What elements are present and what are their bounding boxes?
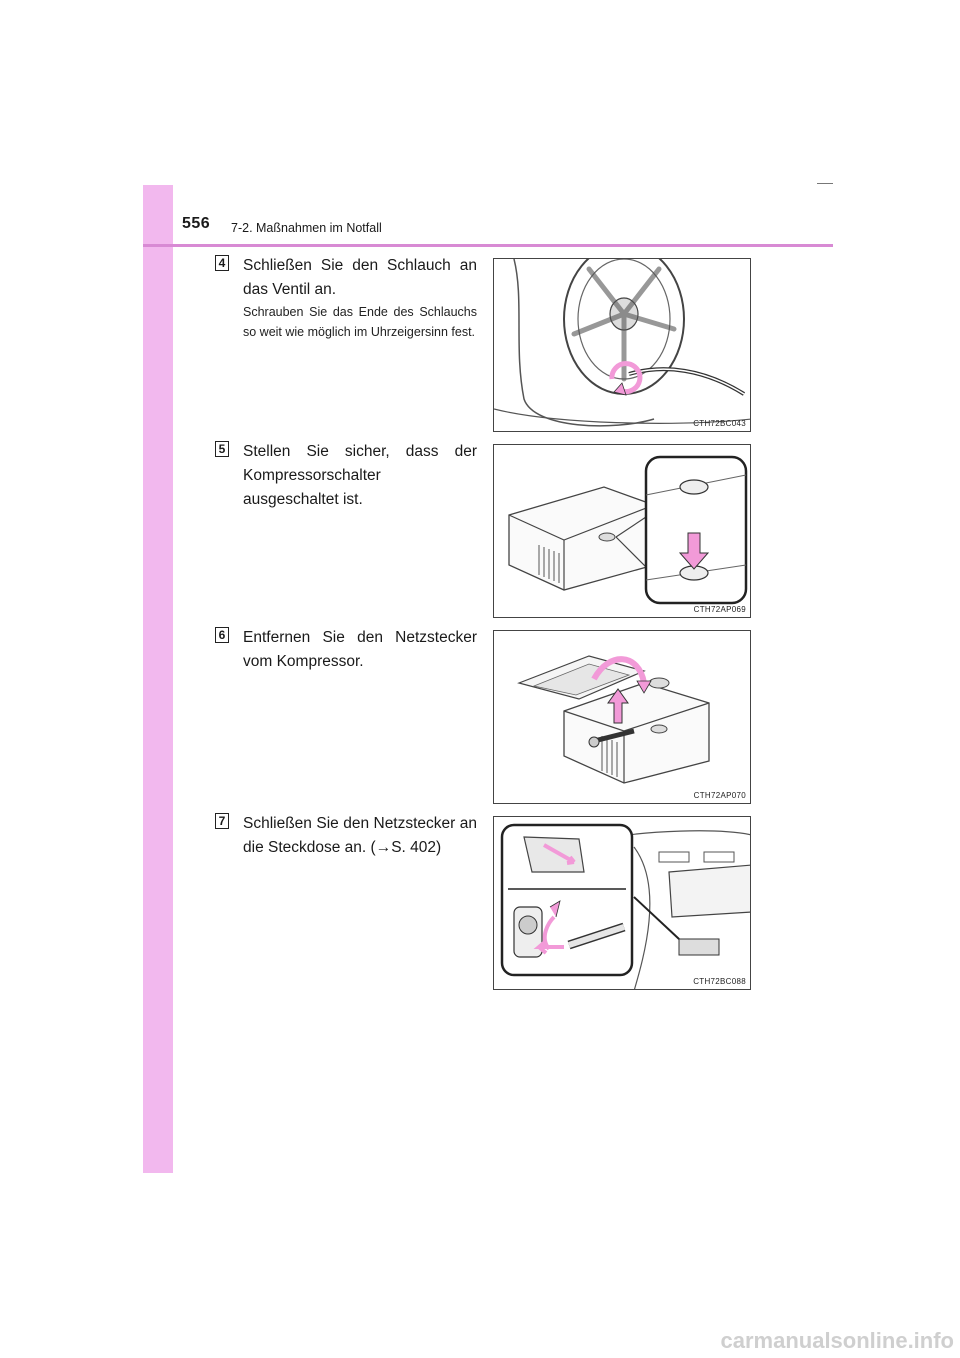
step-4-note: Schrauben Sie das Ende des Schlauchs so … bbox=[243, 305, 477, 339]
figure-code: CTH72BC088 bbox=[693, 977, 746, 986]
figure-code: CTH72AP069 bbox=[693, 605, 746, 614]
step-5-title: Stellen Sie sicher, dass der Kompressors… bbox=[243, 443, 477, 508]
figure-code: CTH72AP070 bbox=[693, 791, 746, 800]
crop-mark bbox=[817, 183, 833, 184]
step-number-4: 4 bbox=[215, 255, 229, 271]
figure-step-6: CTH72AP070 bbox=[493, 630, 751, 804]
figure-step-4: CTH72BC043 bbox=[493, 258, 751, 432]
step-6-title: Entfernen Sie den Netzstecker vom Kompre… bbox=[243, 629, 477, 670]
figure-step-7: CTH72BC088 bbox=[493, 816, 751, 990]
step-number-7: 7 bbox=[215, 813, 229, 829]
figure-code: CTH72BC043 bbox=[693, 419, 746, 428]
power-outlet-illustration-icon bbox=[500, 823, 750, 989]
page-number: 556 bbox=[182, 215, 211, 232]
top-color-band bbox=[143, 185, 173, 245]
watermark-text: carmanualsonline.info bbox=[720, 1328, 955, 1353]
section-title: 7-2. Maßnahmen im Notfall bbox=[231, 221, 382, 235]
figure-step-5: CTH72AP069 bbox=[493, 444, 751, 618]
compressor-plug-illustration-icon bbox=[517, 655, 710, 784]
tire-valve-hose-illustration-icon bbox=[494, 259, 750, 427]
step-number-5: 5 bbox=[215, 441, 229, 457]
compressor-switch-illustration-icon bbox=[508, 455, 748, 605]
side-color-band bbox=[143, 185, 173, 1173]
step-7-title: Schließen Sie den Netzstecker an die Ste… bbox=[243, 815, 477, 856]
step-number-6: 6 bbox=[215, 627, 229, 643]
step-4-title: Schließen Sie den Schlauch an das Ventil… bbox=[243, 257, 477, 298]
header-rule bbox=[143, 244, 833, 247]
